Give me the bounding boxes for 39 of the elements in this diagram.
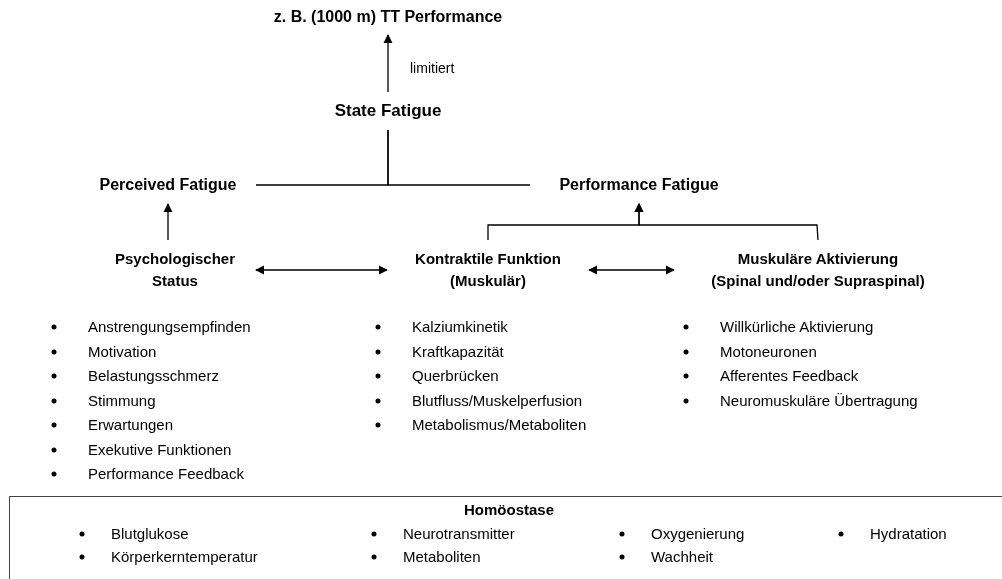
connector-line xyxy=(387,129,531,186)
bullet-item: Exekutive Funktionen xyxy=(88,439,232,460)
bullet-item: Performance Feedback xyxy=(88,464,244,484)
bullet-item: Neuromuskuläre Übertragung xyxy=(720,390,918,411)
bullet-item: Kalziumkinetik xyxy=(412,317,508,337)
node-label: Kontraktile Funktion (Muskulär) xyxy=(393,246,583,294)
bullet-item: Belastungsschmerz xyxy=(88,366,219,386)
bullet-item: Blutfluss/Muskelperfusion xyxy=(412,390,583,411)
bullet-item: Kraftkapazität xyxy=(412,341,504,362)
bullet-item: Metabolismus/Metaboliten xyxy=(412,415,587,435)
homeostasis-box xyxy=(9,496,1002,579)
bullet-item: Hydratation xyxy=(870,524,947,544)
arrow xyxy=(383,34,393,93)
bullet-item: Erwartungen xyxy=(88,415,174,435)
box-heading: Homöostase xyxy=(463,501,555,518)
bullet-item: Blutglukose xyxy=(111,524,189,544)
bullet-item: Willkürliche Aktivierung xyxy=(720,317,874,337)
node-label: Perceived Fatigue xyxy=(86,172,250,198)
node-label: z. B. (1000 m) TT Performance xyxy=(230,5,546,29)
bullet-item: Wachheit xyxy=(651,547,713,567)
bullet-item: Motivation xyxy=(88,341,157,362)
bullet-item: Neurotransmitter xyxy=(403,524,515,544)
arrow xyxy=(163,203,173,241)
bullet-item: Metaboliten xyxy=(403,547,481,567)
bullet-item: Stimmung xyxy=(88,390,156,411)
node-label: Muskuläre Aktivierung (Spinal und/oder Supraspinal) xyxy=(680,246,956,294)
bullet-item: Querbrücken xyxy=(412,366,499,386)
bullet-item: Anstrengungsempfinden xyxy=(88,317,251,337)
bullet-item: Afferentes Feedback xyxy=(720,366,859,386)
arrow xyxy=(634,203,819,241)
bullet-item: Körperkerntemperatur xyxy=(111,547,258,567)
edge-label: limitiert xyxy=(408,60,457,76)
arrow xyxy=(588,265,675,275)
node-label: Psychologischer Status xyxy=(100,246,250,294)
arrow xyxy=(255,265,388,275)
bullet-item: Oxygenierung xyxy=(651,524,745,544)
node-label: State Fatigue xyxy=(313,98,463,124)
node-label: Performance Fatigue xyxy=(540,172,738,198)
bullet-item: Motoneuronen xyxy=(720,341,817,362)
